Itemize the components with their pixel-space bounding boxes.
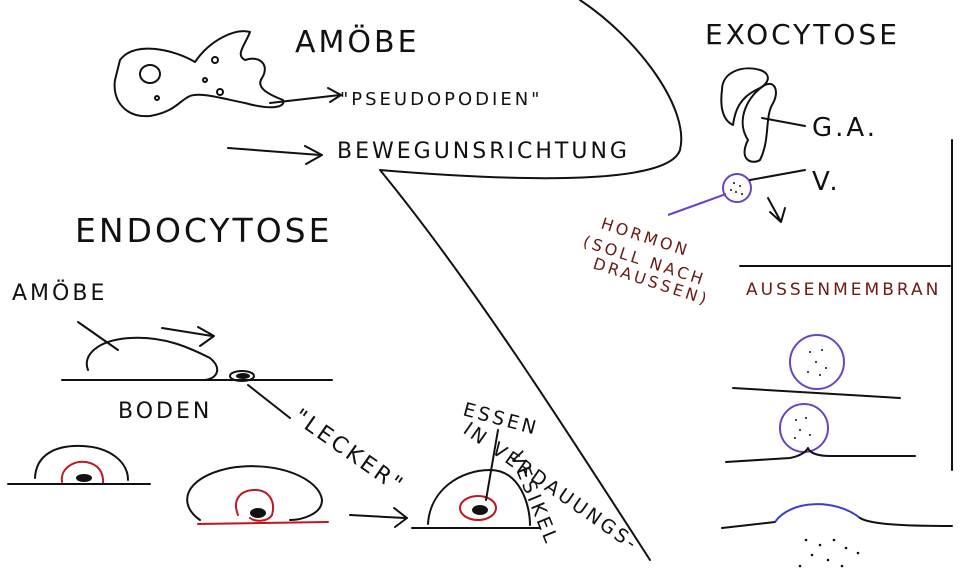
pointer-hormon <box>667 193 727 216</box>
label-boden: BODEN <box>118 399 212 424</box>
label-bewegungsrichtung: BEWEGUNSRICHTUNG <box>337 139 630 164</box>
pointer-ga <box>761 117 806 127</box>
amoeba-top-vacuole <box>202 77 208 83</box>
label-amoebe-top: AMÖBE <box>295 24 420 60</box>
exo-stage1-vesicle <box>789 334 845 390</box>
amoeba-top-outline <box>113 30 285 118</box>
amoeba-top-nucleus <box>139 64 161 84</box>
stage3-cell-outline <box>427 469 531 526</box>
stage1-engulf-membrane <box>60 460 105 485</box>
arrow-bewegungsrichtung <box>227 145 323 165</box>
food-particle <box>236 373 250 379</box>
exo-stage3-membrane-right <box>859 517 953 527</box>
label-ga: G.A. <box>812 113 878 143</box>
food-particle-outline <box>229 370 255 382</box>
golgi-cisterna-2 <box>741 82 777 163</box>
label-v: V. <box>812 167 841 197</box>
stage2-food <box>250 508 266 518</box>
stage2-cell-outline <box>186 465 323 521</box>
pointer-lecker <box>247 384 291 419</box>
stage1-food <box>76 474 92 482</box>
exo-stage1-content <box>807 349 827 376</box>
exo-stage3-membrane-left <box>721 521 776 529</box>
arrow-movement-left <box>161 326 215 347</box>
exo-stage1-membrane <box>732 387 901 399</box>
exo-stage3-fused-membrane <box>774 503 861 523</box>
exo-stage2-vesicle <box>779 403 829 453</box>
arrow-stage2-to-stage3 <box>349 507 408 528</box>
exo-vesicle-content <box>730 182 743 195</box>
divider-curve <box>379 0 683 561</box>
amoeba-top-vacuole <box>211 56 219 64</box>
amoeba-top-vacuole <box>154 95 160 101</box>
exo-stage3-released-content <box>798 538 860 568</box>
label-aussenmembran: AUSSENMEMBRAN <box>746 280 941 300</box>
pointer-amoebe-left <box>77 321 119 351</box>
arrow-vesicle-down <box>767 197 786 223</box>
label-amoebe-left: AMÖBE <box>12 280 107 306</box>
amoeba-bottom-outline <box>85 336 219 381</box>
exo-stage2-content <box>794 417 811 439</box>
stage1-cell-outline <box>34 444 129 481</box>
amoeba-top-vacuole <box>216 88 224 96</box>
label-lecker: "LECKER" <box>289 404 409 499</box>
label-pseudopodien: "PSEUDOPODIEN" <box>340 89 542 110</box>
stage2-ground <box>197 521 329 525</box>
pointer-v <box>749 169 806 181</box>
pointer-essen <box>485 429 499 501</box>
exo-vesicle <box>722 173 752 203</box>
exo-stage2-membrane <box>725 447 916 463</box>
golgi-cisterna-1 <box>720 67 769 126</box>
arrow-to-pseudopodien <box>269 87 342 104</box>
label-endocytose: ENDOCYTOSE <box>75 211 332 250</box>
stage3-food <box>472 505 488 515</box>
stage2-engulf-membrane <box>235 489 274 522</box>
label-exocytose: EXOCYTOSE <box>705 18 900 51</box>
stage3-digestive-vesicle <box>459 495 497 521</box>
